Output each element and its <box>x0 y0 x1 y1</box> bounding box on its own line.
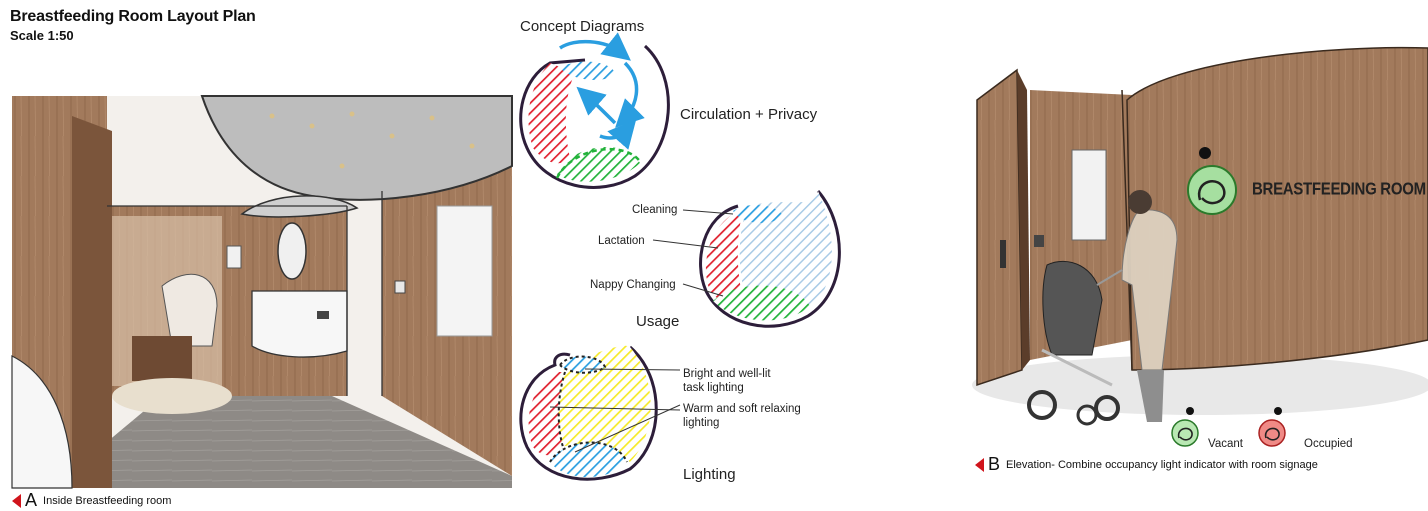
usage-cleaning-label: Cleaning <box>632 204 678 216</box>
usage-lactation-label: Lactation <box>598 235 645 247</box>
caption-b: B Elevation- Combine occupancy light ind… <box>975 454 1318 475</box>
vacant-label: Vacant <box>1208 438 1243 450</box>
page-title: Breastfeeding Room Layout Plan <box>10 8 256 25</box>
lighting-bright-label-2: task lighting <box>683 382 744 394</box>
usage-diagram <box>652 190 841 328</box>
caption-a: A Inside Breastfeeding room <box>12 490 171 511</box>
lighting-heading: Lighting <box>683 466 736 483</box>
elevation-rendering <box>972 40 1428 450</box>
caption-a-text: Inside Breastfeeding room <box>43 494 172 507</box>
scale-label: Scale 1:50 <box>10 28 74 43</box>
interior-rendering <box>11 95 513 489</box>
caption-marker-icon <box>975 457 984 472</box>
lighting-bright-label-1: Bright and well-lit <box>683 368 771 380</box>
lighting-diagram <box>519 345 681 481</box>
caption-b-text: Elevation- Combine occupancy light indic… <box>1006 458 1318 471</box>
concept-heading: Concept Diagrams <box>520 18 645 35</box>
caption-a-letter: A <box>25 490 38 510</box>
lighting-warm-label-2: lighting <box>683 417 720 429</box>
usage-heading: Usage <box>636 313 680 330</box>
room-sign-text: BREASTFEEDING ROOM <box>1252 179 1426 200</box>
caption-marker-icon <box>12 493 21 508</box>
circulation-label: Circulation + Privacy <box>680 106 818 123</box>
lighting-warm-label-1: Warm and soft relaxing <box>683 403 801 415</box>
occupied-label: Occupied <box>1304 438 1353 450</box>
caption-b-letter: B <box>988 454 1001 474</box>
circulation-diagram <box>519 32 670 189</box>
usage-nappy-label: Nappy Changing <box>590 279 676 291</box>
